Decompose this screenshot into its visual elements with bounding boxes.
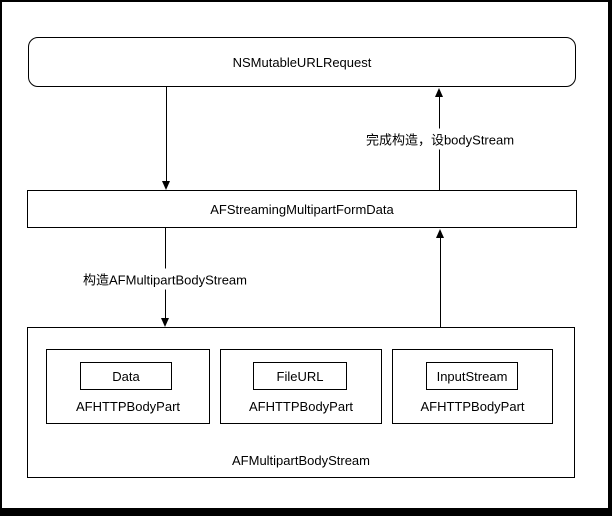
node-nsmutableurlrequest: NSMutableURLRequest <box>28 37 576 87</box>
node-afmultipartbodystream-label: AFMultipartBodyStream <box>232 453 370 468</box>
part-type-box-fileurl: FileURL <box>253 362 347 390</box>
edge-label-build-bodystream: 构造AFMultipartBodyStream <box>80 268 250 290</box>
part-type-label-data: Data <box>112 368 140 384</box>
arrow-request-to-formdata-head-icon <box>162 181 170 190</box>
part-class-label-fileurl: AFHTTPBodyPart <box>248 399 354 414</box>
edge-label-set-bodystream: 完成构造，设bodyStream <box>362 128 518 150</box>
part-box-inputstream: InputStream AFHTTPBodyPart <box>392 349 553 424</box>
part-type-label-inputstream: InputStream <box>436 368 508 384</box>
part-type-label-fileurl: FileURL <box>276 368 324 384</box>
arrow-bodystream-to-formdata-line <box>440 231 441 327</box>
node-afstreamingmultipartformdata: AFStreamingMultipartFormData <box>27 190 577 228</box>
arrow-formdata-to-request-head-icon <box>435 88 443 97</box>
arrow-request-to-formdata-line <box>166 87 167 187</box>
part-box-fileurl: FileURL AFHTTPBodyPart <box>220 349 382 424</box>
node-nsmutableurlrequest-label: NSMutableURLRequest <box>232 54 372 70</box>
arrow-bodystream-to-formdata-head-icon <box>436 229 444 238</box>
part-type-box-data: Data <box>80 362 172 390</box>
part-class-label-inputstream: AFHTTPBodyPart <box>420 399 525 414</box>
arrow-formdata-to-bodystream-head-icon <box>161 318 169 327</box>
node-afmultipartbodystream: Data AFHTTPBodyPart FileURL AFHTTPBodyPa… <box>27 327 575 478</box>
part-box-data: Data AFHTTPBodyPart <box>46 349 210 424</box>
part-type-box-inputstream: InputStream <box>426 362 518 390</box>
node-afstreamingmultipartformdata-label: AFStreamingMultipartFormData <box>210 201 394 217</box>
part-class-label-data: AFHTTPBodyPart <box>75 399 181 414</box>
